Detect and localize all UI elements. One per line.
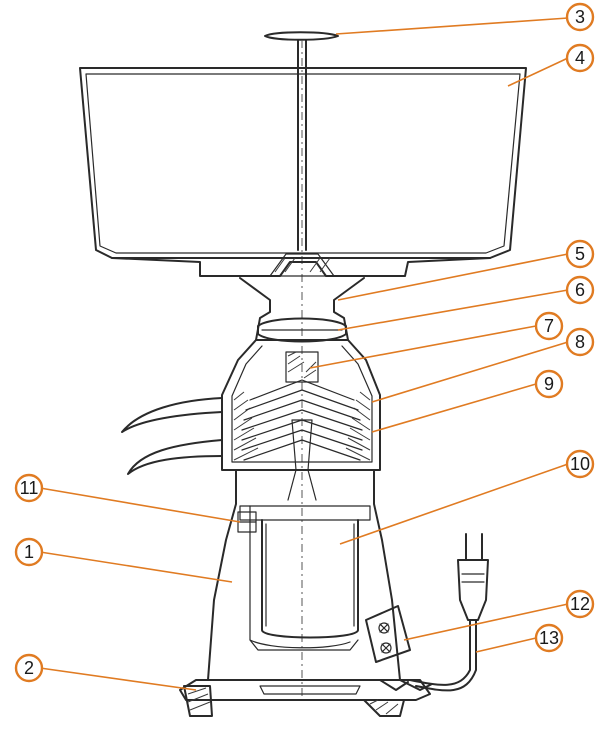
svg-text:3: 3 xyxy=(575,7,585,27)
leader-2 xyxy=(39,667,197,691)
leader-12 xyxy=(403,603,569,641)
svg-text:11: 11 xyxy=(20,478,39,498)
leader-7 xyxy=(309,325,537,369)
drum-housing xyxy=(121,339,381,501)
leader-13 xyxy=(475,637,537,653)
electrical-assembly xyxy=(365,533,489,692)
svg-text:7: 7 xyxy=(544,316,554,336)
svg-text:5: 5 xyxy=(575,244,585,264)
callout-5: 5 xyxy=(565,239,595,269)
leader-6 xyxy=(337,289,569,331)
svg-text:6: 6 xyxy=(575,280,585,300)
callout-11: 11 xyxy=(14,473,44,503)
callout-8: 8 xyxy=(565,327,595,357)
leader-11 xyxy=(39,487,241,523)
callout-13: 13 xyxy=(534,623,564,653)
leader-8 xyxy=(371,341,569,403)
svg-text:12: 12 xyxy=(570,594,590,614)
base xyxy=(179,679,433,717)
svg-text:8: 8 xyxy=(575,332,585,352)
leader-3 xyxy=(335,17,569,35)
callout-9: 9 xyxy=(534,369,564,399)
float-chamber xyxy=(239,277,365,343)
leader-lines xyxy=(39,17,569,691)
svg-text:4: 4 xyxy=(575,48,585,68)
callout-2: 2 xyxy=(14,653,44,683)
callout-4: 4 xyxy=(565,43,595,73)
callout-10: 10 xyxy=(565,449,595,479)
leader-1 xyxy=(39,551,233,583)
callout-6: 6 xyxy=(565,275,595,305)
callout-7: 7 xyxy=(534,311,564,341)
float-assembly xyxy=(264,31,339,700)
leader-5 xyxy=(337,253,569,301)
callout-3: 3 xyxy=(565,2,595,32)
svg-text:13: 13 xyxy=(539,628,559,648)
receiving-bowl xyxy=(79,67,527,277)
leader-10 xyxy=(339,463,569,545)
motor-body xyxy=(207,469,401,681)
callout-1: 1 xyxy=(14,537,44,567)
svg-text:2: 2 xyxy=(24,658,34,678)
callout-12: 12 xyxy=(565,589,595,619)
leader-9 xyxy=(371,383,537,433)
leader-4 xyxy=(507,57,569,87)
svg-text:1: 1 xyxy=(24,542,34,562)
svg-text:9: 9 xyxy=(544,374,554,394)
svg-text:10: 10 xyxy=(570,454,590,474)
